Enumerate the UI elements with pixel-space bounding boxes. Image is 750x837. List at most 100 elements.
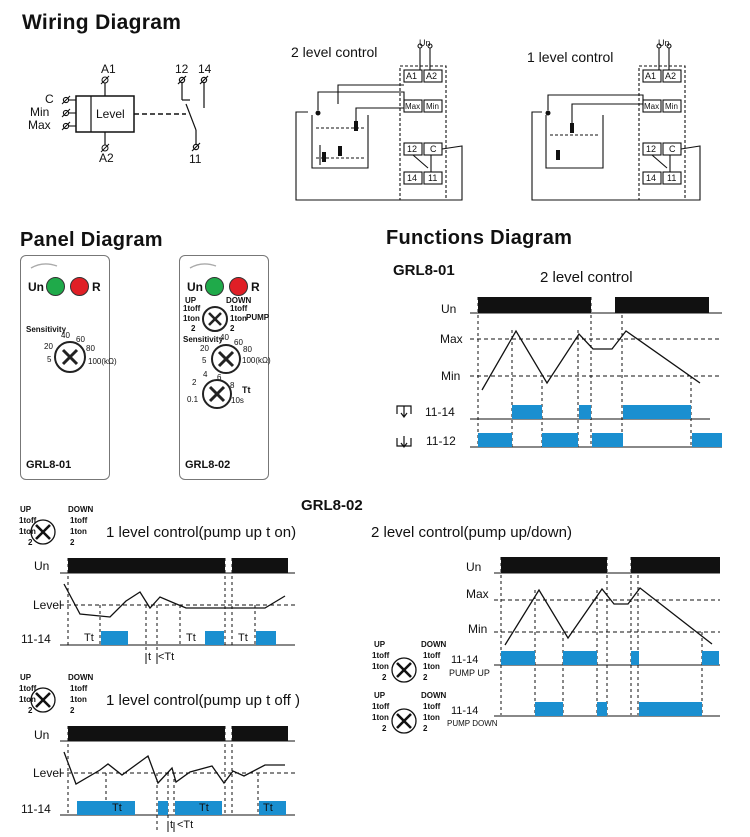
time-knob[interactable]	[202, 379, 232, 409]
label-max: Max	[28, 118, 51, 132]
time-8: 8	[230, 381, 235, 390]
ton-t-label: t	[148, 651, 152, 663]
panel-diagram-title: Panel Diagram	[20, 229, 163, 251]
sw1-l0: 1toff	[19, 516, 37, 525]
mode-right-2: 2	[230, 324, 235, 333]
fn-1112-label: 11-12	[426, 434, 456, 448]
one-level-title: 1 level control	[527, 49, 614, 65]
wiring-diagram-svg	[61, 43, 701, 201]
sw2-r2: 2	[70, 706, 75, 715]
box-c-b: C	[669, 144, 676, 154]
ton-lt-tt-label: <Tt	[158, 651, 175, 663]
green-led-icon-b	[205, 277, 224, 296]
label-a2: A2	[99, 151, 114, 165]
sw2-r1: 1ton	[70, 695, 87, 704]
fn-one-level-toff-chart	[60, 726, 295, 830]
toff-1114-label: 11-14	[21, 802, 51, 816]
sw1-r2: 2	[70, 538, 75, 547]
tt-label: Tt	[242, 385, 251, 395]
sw1-r1: 1ton	[70, 527, 87, 536]
sw2-l0: 1toff	[19, 684, 37, 693]
box-11: 11	[428, 173, 438, 183]
sensitivity-label: Sensitivity	[26, 325, 67, 334]
sw3-r2: 2	[423, 673, 428, 682]
scale-60: 60	[76, 335, 85, 344]
sw2-l1: 1ton	[19, 695, 36, 704]
sw2-up: UP	[20, 673, 32, 682]
mode-right-1ton: 1ton	[230, 314, 247, 323]
model-grl801: GRL8-01	[26, 459, 72, 471]
un-label-2lvl: Un	[419, 38, 431, 48]
box-14-b: 14	[646, 173, 657, 183]
sensitivity-label-b: Sensitivity	[183, 335, 224, 344]
two-level-pump-title: 2 level control(pump up/down)	[371, 524, 572, 541]
scale-b-40: 40	[220, 333, 229, 342]
level-box-label: Level	[96, 107, 125, 121]
mode-left-1toff: 1toff	[183, 304, 201, 313]
sw2-l2: 2	[28, 706, 33, 715]
box-min-b: Min	[665, 102, 678, 111]
pump-down-label: PUMP DOWN	[447, 719, 498, 728]
sw4-l1: 1ton	[372, 713, 389, 722]
box-12-b: 12	[646, 144, 657, 154]
sw3-r1: 1ton	[423, 662, 440, 671]
functions-diagram-title: Functions Diagram	[386, 227, 573, 249]
label-a1: A1	[101, 62, 116, 76]
toff-level-label: Level	[33, 766, 62, 780]
sw1-l1: 1ton	[19, 527, 36, 536]
scale-100: 100(kΩ)	[88, 357, 117, 366]
scale-b-80: 80	[243, 345, 252, 354]
un-label-1lvl: Un	[658, 38, 670, 48]
box-11-b: 11	[667, 173, 677, 183]
one-level-ton-title: 1 level control(pump up t on)	[106, 524, 297, 541]
toff-tt-3: Tt	[263, 802, 273, 814]
fn-un-label: Un	[441, 302, 457, 316]
box-a1: A1	[406, 71, 418, 81]
panel-grl802: Un R UP DOWN 1toff 1ton 2 1toff 1ton 2 P…	[179, 255, 271, 480]
wiring-diagram-title: Wiring Diagram	[22, 11, 182, 34]
box-c: C	[430, 144, 437, 154]
one-level-toff-title: 1 level control(pump up t off )	[106, 692, 300, 709]
fn-max-label: Max	[440, 332, 463, 346]
fn-two-level-chart	[494, 557, 720, 717]
scale-20: 20	[44, 342, 53, 351]
r-led-label: R	[92, 280, 101, 294]
ton-1114-label: 11-14	[21, 632, 51, 646]
scale-5: 5	[47, 355, 52, 364]
fn-one-level-ton-chart	[60, 558, 295, 660]
sensitivity-knob-b[interactable]	[211, 344, 241, 374]
sw3-up: UP	[374, 640, 386, 649]
mode-right-1toff: 1toff	[230, 304, 248, 313]
box-max-b: Max	[644, 102, 660, 111]
box-a2-b: A2	[665, 71, 677, 81]
sw4-r2: 2	[423, 724, 428, 733]
mode-up-label: UP	[185, 296, 197, 305]
ton-un-label: Un	[34, 559, 50, 573]
ton-level-label: Level	[33, 598, 62, 612]
time-2: 2	[192, 378, 197, 387]
sw1-r0: 1toff	[70, 516, 88, 525]
sensitivity-knob[interactable]	[54, 341, 86, 373]
r-led-label-b: R	[251, 280, 260, 294]
grl802-title: GRL8-02	[301, 497, 363, 514]
functions-model: GRL8-01	[393, 262, 455, 279]
two-level-schematic	[295, 43, 463, 201]
sw3-r0: 1toff	[423, 651, 441, 660]
two-1114-down-label: 11-14	[451, 705, 479, 717]
un-led-label: Un	[28, 280, 44, 294]
sw3-l0: 1toff	[372, 651, 390, 660]
scale-b-60: 60	[234, 338, 243, 347]
pump-label: PUMP	[246, 313, 270, 322]
scale-40: 40	[61, 331, 70, 340]
ton-tt-1: Tt	[84, 632, 94, 644]
toff-tt-2: Tt	[199, 802, 209, 814]
two-un-label: Un	[466, 560, 482, 574]
mode-knob[interactable]	[202, 306, 228, 332]
red-led-icon	[70, 277, 89, 296]
sw4-down: DOWN	[421, 691, 447, 700]
two-min-label: Min	[468, 622, 488, 636]
fn-grl801-chart	[396, 297, 722, 448]
label-min: Min	[30, 105, 50, 119]
box-12: 12	[407, 144, 418, 154]
